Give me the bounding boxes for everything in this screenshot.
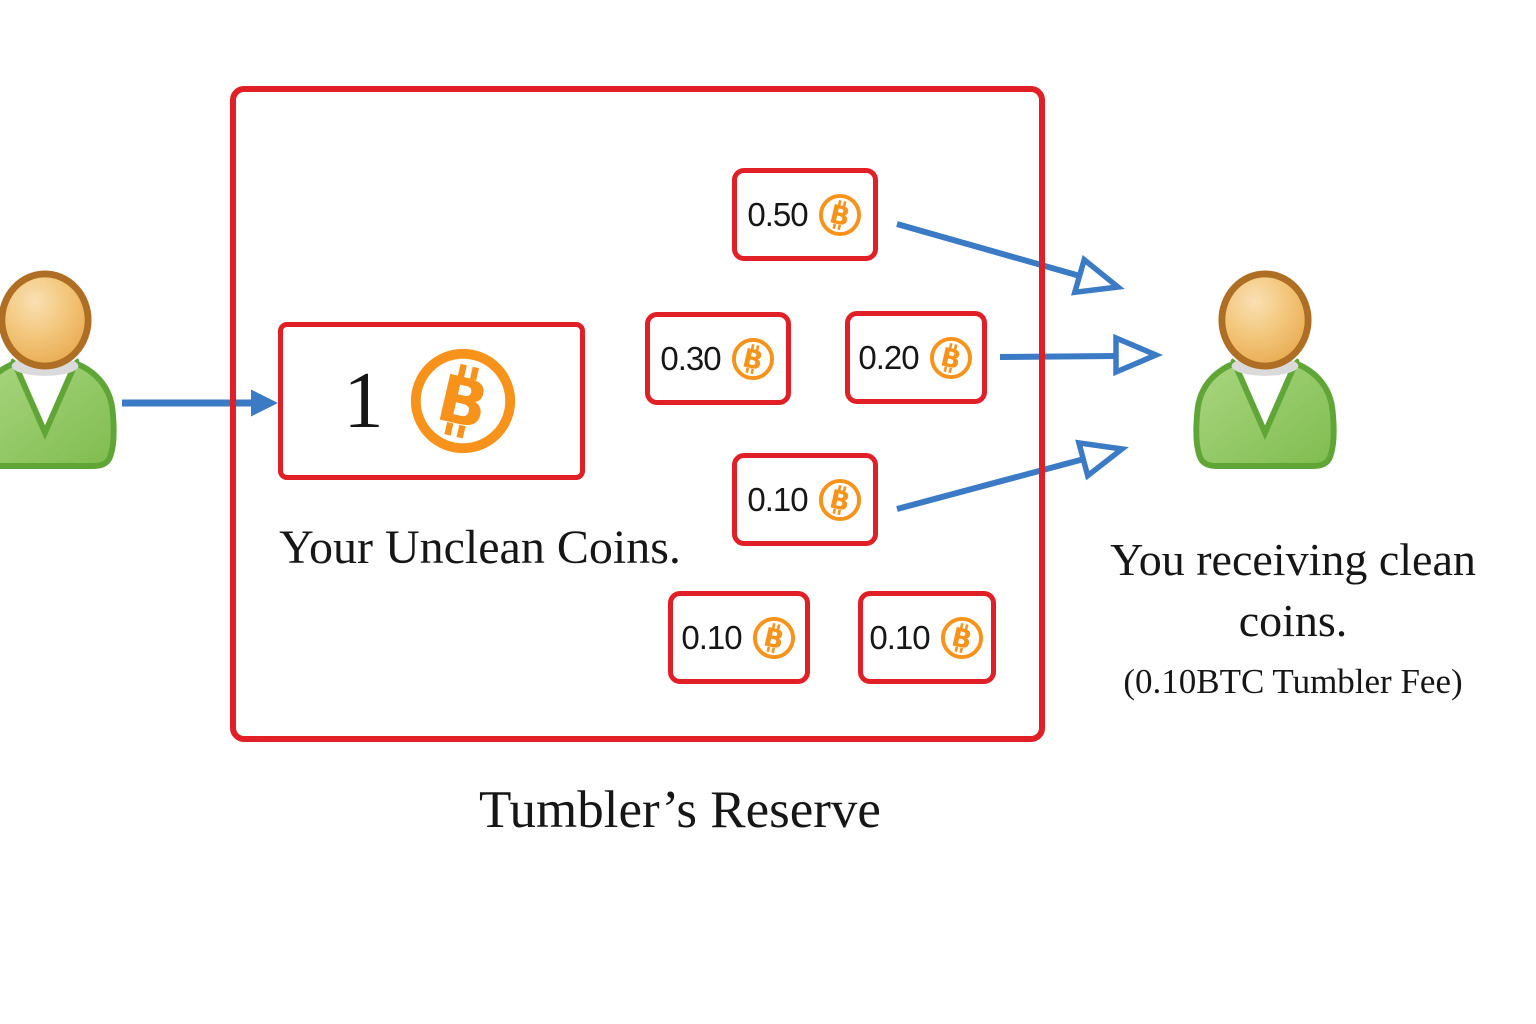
bitcoin-icon: B [929,336,972,379]
reserve-coin-0.50: 0.50 B [732,168,878,261]
tumbler-reserve-box [230,86,1045,742]
unclean-coin-box: 1 B [278,322,585,480]
bitcoin-icon: B [752,616,795,659]
bitcoin-icon: B [940,616,983,659]
receiver-caption: You receiving clean coins. [1110,534,1476,646]
output-arrow-1 [896,221,1125,296]
unclean-coins-label: Your Unclean Coins. [279,521,681,574]
coin-amount: 0.30 [660,340,721,377]
output-arrow-2 [999,333,1164,377]
bitcoin-icon: B [410,348,515,454]
sender-person-icon [0,269,117,469]
coin-amount: 0.10 [747,481,808,518]
coin-amount: 0.50 [747,196,808,233]
coin-amount: 0.10 [681,619,742,656]
bitcoin-icon: B [731,337,774,380]
unclean-coin-amount: 1 [343,357,384,445]
bitcoin-icon: B [818,478,861,521]
reserve-coin-0.10-b: 0.10 B [668,591,810,684]
coin-amount: 0.10 [869,619,930,656]
tumbler-fee-note: (0.10BTC Tumbler Fee) [1123,662,1463,701]
coin-amount: 0.20 [858,339,919,376]
bitcoin-icon: B [818,193,861,236]
reserve-coin-0.10-c: 0.10 B [858,591,996,684]
reserve-coin-0.20: 0.20 B [845,311,987,404]
reserve-coin-0.30: 0.30 B [645,312,791,405]
tumbler-reserve-title: Tumbler’s Reserve [479,781,881,839]
receiver-person-icon [1193,269,1337,469]
reserve-coin-0.10-a: 0.10 B [732,453,878,546]
output-arrow-3 [896,439,1129,512]
